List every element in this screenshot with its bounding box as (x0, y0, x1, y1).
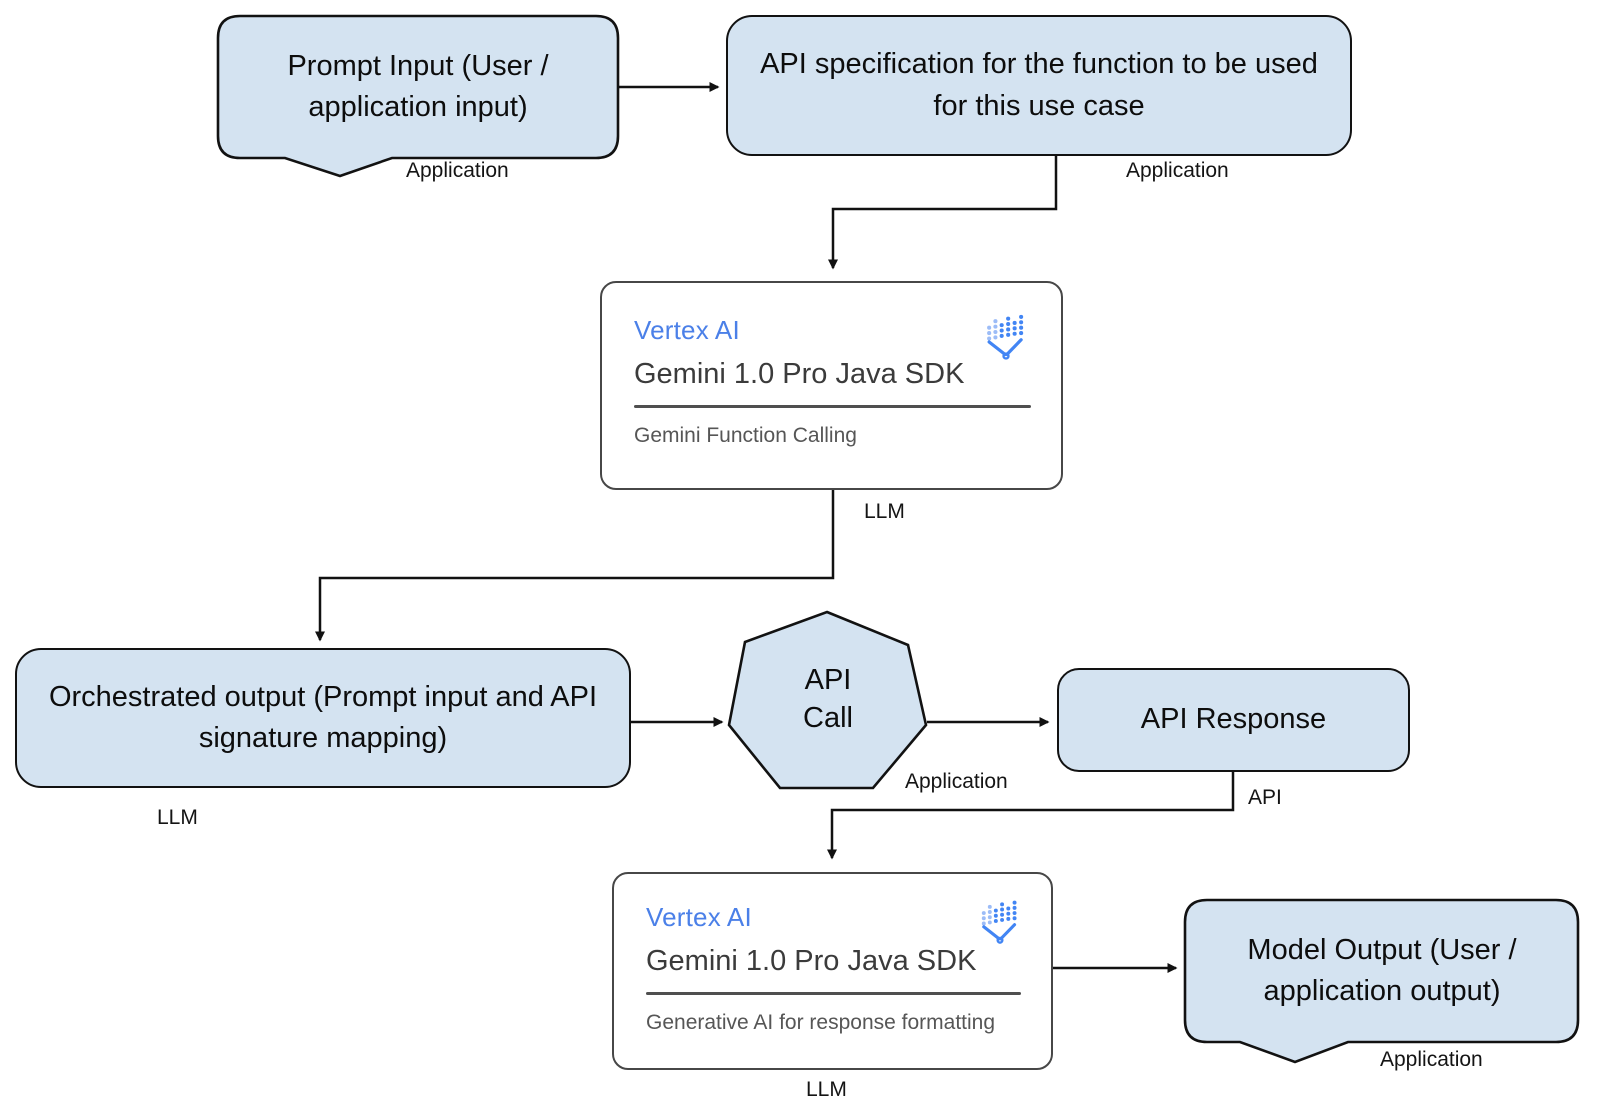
model-output-tag: Application (1380, 1048, 1483, 1071)
llm-card-1-divider (634, 405, 1031, 408)
llm-card-2-product: Vertex AI (646, 902, 752, 932)
api-spec-node: API specification for the function to be… (726, 15, 1352, 156)
llm-card-2-tag: LLM (806, 1078, 847, 1101)
orchestrated-output-label: Orchestrated output (Prompt input and AP… (48, 680, 598, 754)
connector-apiresponse-to-llm2 (827, 772, 1235, 860)
api-call-tag: Application (905, 770, 1008, 793)
llm-card-1-tag: LLM (864, 500, 905, 523)
model-output-label: Model Output (User / application output) (1247, 933, 1517, 1007)
api-response-label: API Response (1140, 703, 1327, 736)
orchestrated-output-node: Orchestrated output (Prompt input and AP… (15, 648, 631, 788)
prompt-input-node: Prompt Input (User / application input) (230, 22, 606, 152)
vertex-ai-icon (987, 314, 1024, 360)
api-spec-label: API specification for the function to be… (760, 48, 1318, 122)
llm-card-2: Vertex AI Gemini 1.0 Pro Java SDK Genera… (612, 872, 1053, 1070)
api-response-tag: API (1248, 786, 1282, 809)
connector-spec-to-llm1 (828, 156, 1058, 270)
llm-card-1-product: Vertex AI (634, 315, 740, 345)
api-call-label-line1: API (804, 664, 852, 697)
prompt-input-shape (216, 14, 620, 178)
vertex-ai-icon (981, 900, 1017, 944)
model-output-shape (1183, 898, 1580, 1064)
api-call-label-line2: Call (803, 702, 853, 734)
api-spec-tag: Application (1126, 159, 1229, 182)
orchestrated-output-tag: LLM (157, 806, 198, 829)
api-call-shape (727, 610, 928, 790)
llm-card-1-caption: Gemini Function Calling (634, 424, 857, 447)
llm-card-1-sdk: Gemini 1.0 Pro Java SDK (634, 358, 965, 390)
prompt-input-label: Prompt Input (User / application input) (287, 49, 549, 123)
model-output-node: Model Output (User / application output) (1197, 906, 1567, 1036)
prompt-input-tag: Application (406, 159, 509, 182)
llm-card-2-sdk: Gemini 1.0 Pro Java SDK (646, 945, 977, 977)
api-response-node: API Response (1057, 668, 1410, 772)
llm-card-2-divider (646, 992, 1021, 995)
api-call-node: API Call (740, 635, 916, 765)
connector-llm1-to-orchestrated (315, 490, 835, 642)
llm-card-2-caption: Generative AI for response formatting (646, 1011, 996, 1034)
llm-card-1: Vertex AI Gemini 1.0 Pro Java SDK Gemini… (600, 281, 1063, 490)
